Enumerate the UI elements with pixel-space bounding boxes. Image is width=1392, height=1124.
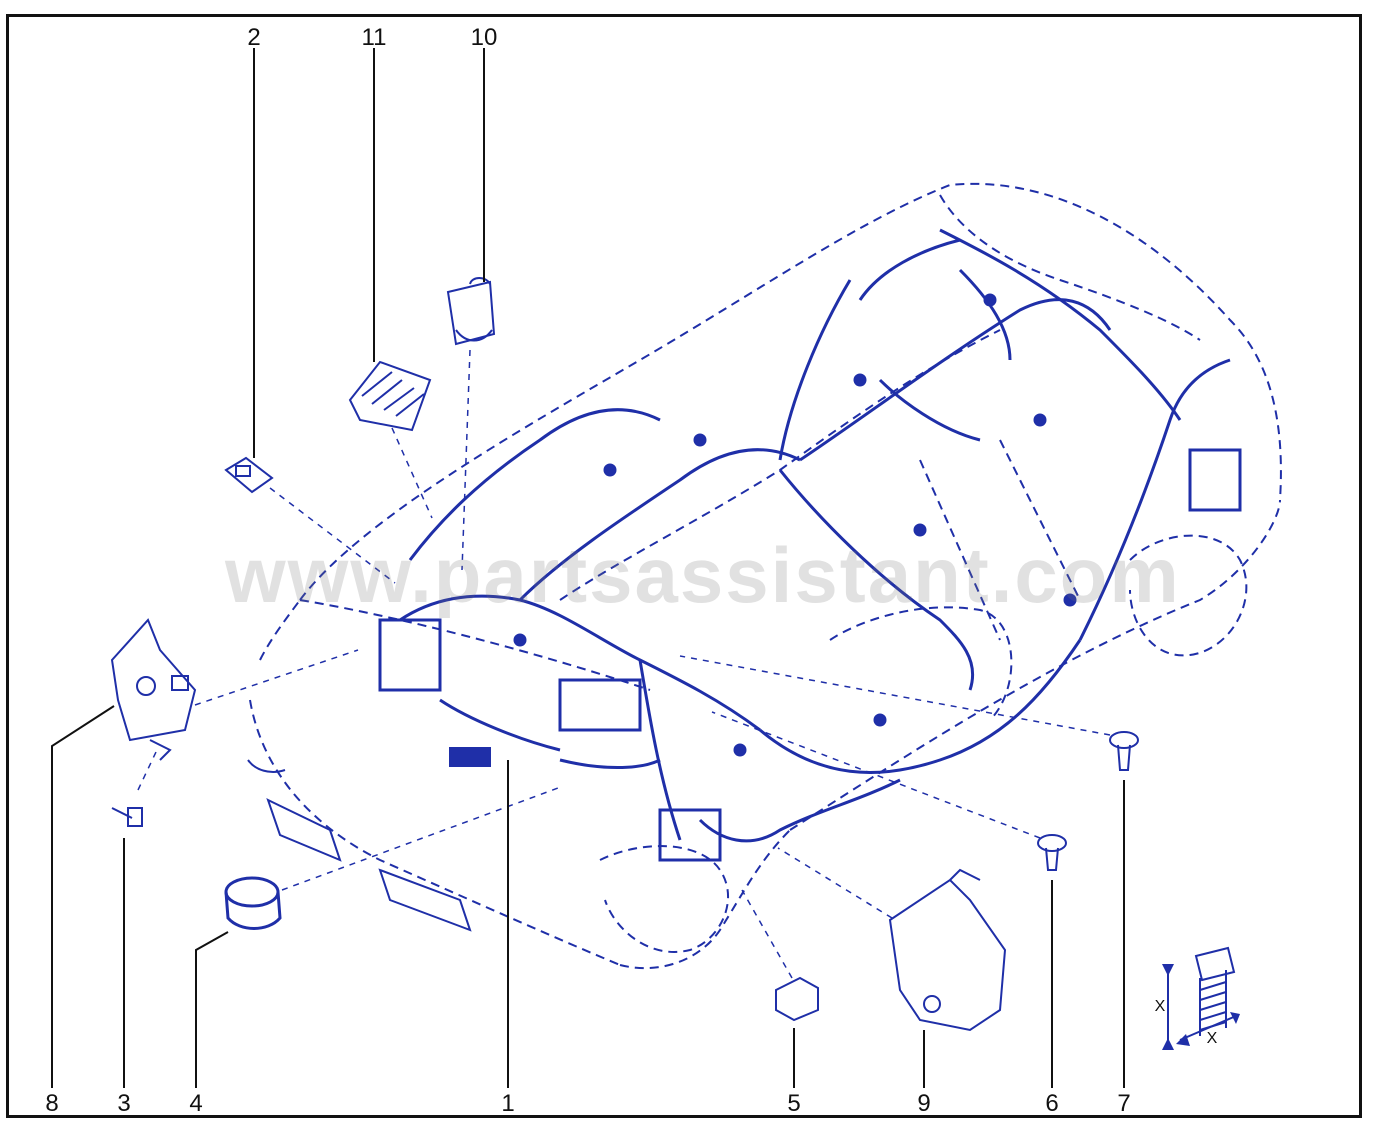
component-7-push-clip xyxy=(1109,731,1139,771)
diagram-frame xyxy=(6,14,1362,1118)
watermark-text: www.partsassistant.com xyxy=(225,531,1181,619)
callout-label-1: 1 xyxy=(501,1090,515,1117)
dimension-label-x-horizontal: X xyxy=(1206,1030,1218,1047)
component-11-fusebox xyxy=(348,360,432,432)
callout-label-2: 2 xyxy=(247,24,261,51)
dimension-label-x-vertical: X xyxy=(1154,998,1166,1015)
callout-label-4: 4 xyxy=(189,1090,203,1117)
callout-label-7: 7 xyxy=(1117,1090,1131,1117)
harness-connectors xyxy=(378,293,1242,862)
component-10-bracket xyxy=(446,277,496,346)
component-3-bolt xyxy=(111,807,143,827)
component-8-mounting-plate xyxy=(110,618,197,761)
front-grille xyxy=(247,759,472,932)
component-9-bracket xyxy=(888,868,1007,1032)
callout-label-10: 10 xyxy=(470,24,498,51)
component-5-clip xyxy=(775,976,819,1022)
component-6-push-clip xyxy=(1037,834,1067,871)
callout-label-9: 9 xyxy=(917,1090,931,1117)
callout-label-3: 3 xyxy=(117,1090,131,1117)
main-wiring-harness xyxy=(399,228,1231,843)
assembly-arrows xyxy=(137,349,1111,979)
callout-label-5: 5 xyxy=(787,1090,801,1117)
callout-label-8: 8 xyxy=(45,1090,59,1117)
bolt-dimension-detail xyxy=(1167,946,1237,1046)
component-4-grommet xyxy=(224,876,282,930)
component-2-clip xyxy=(224,456,274,494)
callout-leader-lines xyxy=(51,48,1125,1088)
dimension-arrowheads xyxy=(1162,964,1240,1050)
callout-label-11: 11 xyxy=(361,24,387,51)
callout-label-6: 6 xyxy=(1045,1090,1059,1117)
